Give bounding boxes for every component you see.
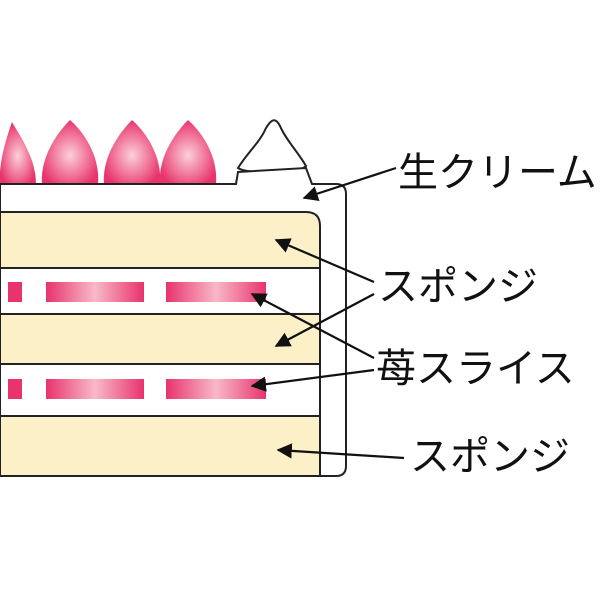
- arrow-strawberry-1: [250, 293, 375, 359]
- whole-strawberry: [41, 120, 99, 184]
- label-strawberry-slice: 苺スライス: [376, 346, 575, 392]
- strawberry-slices-row-1: [8, 282, 266, 302]
- arrow-strawberry-2: [250, 368, 375, 392]
- arrow-sponge-top-2: [274, 293, 375, 347]
- strawberry-slice: [8, 379, 22, 399]
- sponge-body: [0, 211, 321, 477]
- cream-dollop: [236, 119, 308, 173]
- whole-strawberry: [159, 120, 217, 184]
- arrow-sponge-top-1: [274, 238, 375, 284]
- whole-strawberry: [103, 120, 161, 184]
- whole-strawberries: [0, 120, 217, 184]
- strawberry-slices-row-2: [8, 379, 266, 399]
- strawberry-slice: [166, 282, 266, 302]
- leader-arrows: [250, 166, 405, 460]
- whole-strawberry: [0, 122, 36, 184]
- label-cream: 生クリーム: [398, 150, 597, 196]
- arrow-sponge-bottom: [276, 443, 405, 460]
- strawberry-slice: [166, 379, 266, 399]
- arrow-cream: [302, 166, 397, 202]
- strawberry-slice: [8, 282, 22, 302]
- strawberry-slice: [46, 379, 144, 399]
- label-sponge-top: スポンジ: [378, 264, 538, 310]
- label-sponge-bottom: スポンジ: [410, 434, 570, 480]
- strawberry-slice: [46, 282, 144, 302]
